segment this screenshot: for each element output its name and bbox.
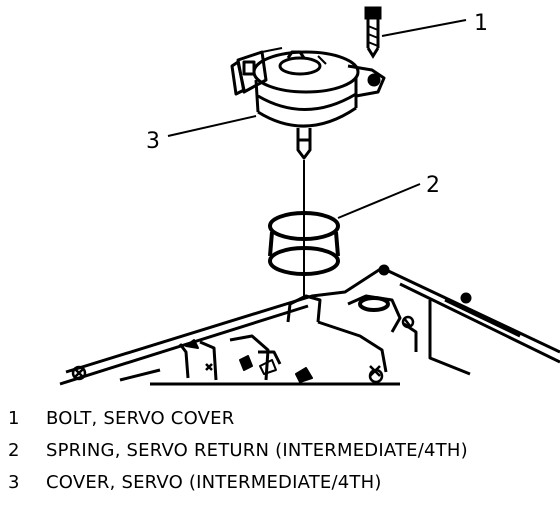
legend-number: 3: [8, 472, 20, 493]
leader-line-2: [337, 183, 421, 219]
legend-item-cover: 3 COVER, SERVO (INTERMEDIATE/4TH): [0, 472, 560, 504]
legend-number: 2: [8, 440, 20, 461]
callout-1: 1: [474, 11, 488, 36]
legend-item-spring: 2 SPRING, SERVO RETURN (INTERMEDIATE/4TH…: [0, 440, 560, 472]
legend-label: SPRING, SERVO RETURN (INTERMEDIATE/4TH): [46, 440, 468, 461]
leader-lines: [167, 19, 467, 219]
transmission-case: [59, 264, 560, 386]
leader-line-3: [167, 115, 257, 137]
legend-number: 1: [8, 408, 20, 429]
servo-cover: [230, 47, 386, 160]
leader-line-1: [381, 19, 467, 37]
servo-return-spring: [268, 211, 340, 276]
legend-item-bolt: 1 BOLT, SERVO COVER: [0, 408, 560, 440]
callout-3: 3: [146, 129, 160, 154]
legend-label: COVER, SERVO (INTERMEDIATE/4TH): [46, 472, 382, 493]
callout-2: 2: [426, 173, 440, 198]
servo-cover-bolt: [364, 6, 382, 59]
legend-label: BOLT, SERVO COVER: [46, 408, 235, 429]
servo-exploded-diagram: 1 2 3: [59, 6, 560, 386]
parts-legend: 1 BOLT, SERVO COVER 2 SPRING, SERVO RETU…: [0, 408, 560, 504]
